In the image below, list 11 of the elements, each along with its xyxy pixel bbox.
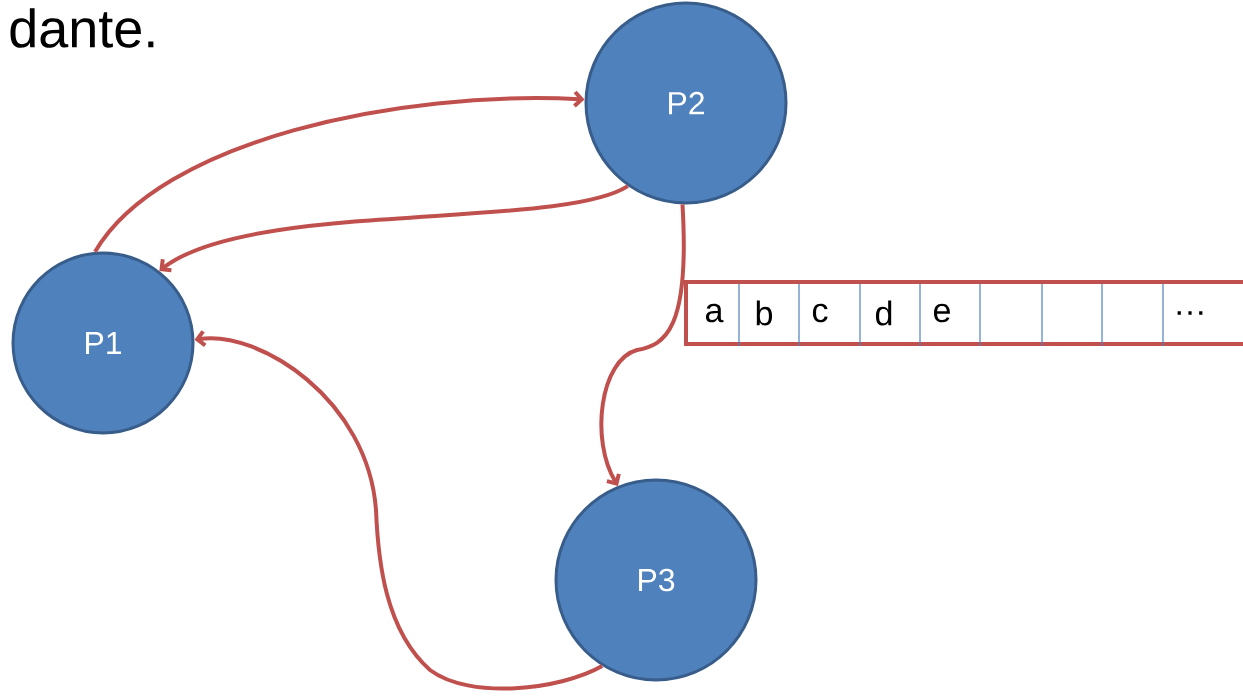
cell-letter: … xyxy=(1177,311,1203,315)
cell-letter: a xyxy=(706,303,724,323)
arrow xyxy=(599,204,686,486)
cell-letter: b xyxy=(756,300,773,326)
cell-letter: c xyxy=(812,303,828,323)
cell-letter: d xyxy=(876,300,892,326)
arrow xyxy=(194,330,604,691)
cell-letter: e xyxy=(934,303,950,323)
arrow xyxy=(159,184,629,273)
arrow xyxy=(93,90,585,254)
heading-text: dante. xyxy=(10,8,154,48)
